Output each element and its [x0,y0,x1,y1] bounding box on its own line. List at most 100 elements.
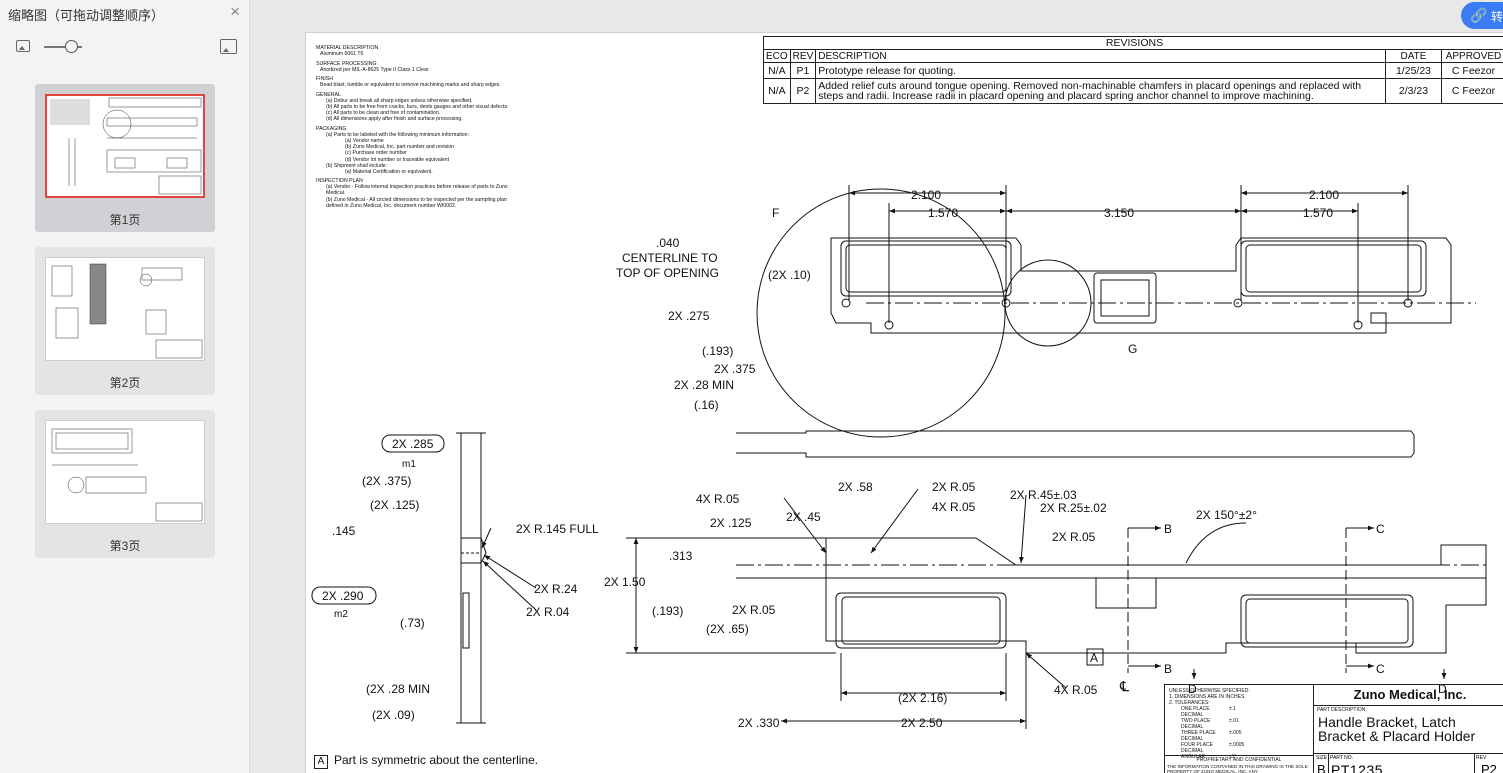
section-c-bottom: C [1376,662,1385,676]
cell-description: Added relief cuts around tongue opening.… [815,78,1386,104]
column-header: ECO [763,49,791,63]
size-value: B [1317,762,1326,773]
tolerance-label: ONE PLACE DECIMAL [1181,706,1210,718]
drawing-notes: MATERIAL DESCRIPTION Aluminum 6061 T6 SU… [316,45,576,209]
cell-eco: N/A [763,78,791,104]
dim-2x150: 2X 1.50 [604,575,646,589]
dim-2x150deg: 2X 150°±2° [1196,508,1257,522]
datum-box: A [314,755,328,769]
tolerance-row: ANGULAR±1° [1169,754,1309,760]
note-line: (a) Material Certification or equivalent… [345,168,433,175]
cell-approved: C Feezor [1441,62,1503,79]
dim-2x28min: 2X .28 MIN [674,378,734,392]
dim-2x216: (2X 2.16) [898,691,947,705]
dim-1570-left: 1.570 [928,206,958,220]
column-header: DATE [1385,49,1442,63]
dim-2x45: 2X .45 [786,510,821,524]
page-3-preview-graphic [51,428,203,522]
part-number-label: PART NO. [1330,755,1354,761]
dim-2x285: 2X .285 [392,437,434,451]
section-b-bottom: B [1164,662,1172,676]
size-label: SIZE [1316,755,1328,761]
revisions-caption: REVISIONS [763,36,1503,50]
note-heading: INSPECTION PLAN [316,178,363,185]
thumbnail-sidebar: 缩略图（可拖动调整顺序） × [0,0,250,773]
dim-2x275: 2X .275 [668,309,710,323]
note-line: (a) Parts to be labeled with the followi… [326,132,470,139]
proprietary-heading: PROPRIETARY AND CONFIDENTIAL [1165,755,1313,763]
dim-145: .145 [332,524,356,538]
table-row: N/A P1 Prototype release for quoting. 1/… [763,62,1503,79]
note-heading: SURFACE PROCESSING [316,60,377,67]
dim-2100-right: 2.100 [1309,188,1339,202]
tolerance-row: TWO PLACE DECIMAL±.01 [1169,718,1309,730]
dim-2xr04: 2X R.04 [526,605,570,619]
dim-2xr05b: 2X R.05 [1052,530,1096,544]
dim-2x290: 2X .290 [322,589,364,603]
table-row: N/A P2 Added relief cuts around tongue o… [763,78,1503,104]
page-thumbnail-1[interactable]: 第1页 [35,84,215,232]
dim-2xr05c: 2X R.05 [732,603,776,617]
page-1-label: 第1页 [109,213,141,227]
close-icon[interactable]: × [230,2,240,21]
dim-2xr05a: 2X R.05 [932,480,976,494]
link-icon: 🔗 [1470,7,1488,23]
proprietary-text: THE INFORMATION CONTAINED IN THIS DRAWIN… [1167,764,1308,773]
tolerance-value: ±.1 [1229,706,1236,712]
tolerance-value: ±.005 [1229,730,1242,736]
note-line: (b) Shipment shall include: [326,162,388,169]
sidebar-header: 缩略图（可拖动调整顺序） × [0,0,250,26]
datum-a: A [1090,651,1098,665]
dim-193a: (.193) [702,344,733,358]
page-thumbnail-2[interactable]: 第2页 [35,247,215,395]
dim-2100-left: 2.100 [911,188,941,202]
page-2-label: 第2页 [109,376,141,390]
page-3-preview [45,420,205,524]
tolerance-value: ±.01 [1229,718,1239,724]
zoom-slider-track[interactable] [44,46,82,48]
centerline-symbol: ℄ [1119,678,1129,694]
note-line: (b) All parts to be free from cracks, bu… [326,104,509,111]
dim-4xr05c: 4X R.05 [1054,683,1098,697]
zoom-slider-handle[interactable] [65,40,78,53]
note-line: (c) All parts to be clean and free of co… [326,110,441,117]
cell-approved: C Feezor [1441,78,1503,104]
large-image-icon[interactable] [220,39,237,54]
page-1-preview [45,94,205,198]
dim-2xr145: 2X R.145 FULL [516,522,599,536]
note-line: (a) Vendor - Follow internal inspection … [326,184,508,191]
column-header: DESCRIPTION [815,49,1386,63]
page-thumbnail-3[interactable]: 第3页 [35,410,215,558]
note-line: Bead blast, tumble or equivalent to remo… [320,82,501,89]
dim-2x250: 2X 2.50 [901,716,943,730]
note-line: Aluminum 6061 T6 [320,51,364,58]
dim-3150: 3.150 [1104,206,1134,220]
note-line: (d) Vendor lot number or traceable equiv… [345,156,450,163]
symmetric-note-text: Part is symmetric about the centerline. [334,753,539,767]
revisions-table: REVISIONS ECO REV DESCRIPTION DATE APPRO… [763,36,1503,104]
title-block-tolerances: UNLESS OTHERWISE SPECIFIED: 1. DIMENSION… [1164,684,1314,773]
part-description-line-1: Handle Bracket, Latch [1318,714,1456,730]
tolerance-label: THREE PLACE DECIMAL [1181,730,1216,742]
note-heading: MATERIAL DESCRIPTION [316,45,379,51]
note-line: (b) Zuno Medical, Inc. part number and r… [345,144,454,151]
part-description-label: PART DESCRIPTION: [1317,707,1367,713]
small-image-icon[interactable] [16,40,30,52]
symmetric-note: A Part is symmetric about the centerline. [314,753,538,769]
note-line: (d) All dimensions apply after finish an… [326,116,463,123]
title-block-main: Zuno Medical, Inc. PART DESCRIPTION: Han… [1314,684,1503,773]
section-c-top: C [1376,522,1385,536]
section-d-right: D [1438,682,1447,696]
cell-eco: N/A [763,62,791,79]
note-line: (b) Zuno Medical - All circled dimension… [326,196,507,203]
page-1-preview-graphic [50,97,202,195]
dim-73: (.73) [400,616,425,630]
tolerance-row: FOUR PLACE DECIMAL±.0005 [1169,742,1309,754]
part-number-row: SIZE B PART NO. PT1235 REV P2 [1314,753,1503,773]
rev-value: P2 [1481,762,1497,773]
convert-button[interactable]: 🔗 转 [1461,2,1503,29]
dim-2x10: (2X .10) [768,268,811,282]
note-line: defined in Zuno Medical, Inc. document n… [326,202,457,209]
divider [1328,754,1329,773]
dim-centerline-1: CENTERLINE TO [622,251,718,265]
